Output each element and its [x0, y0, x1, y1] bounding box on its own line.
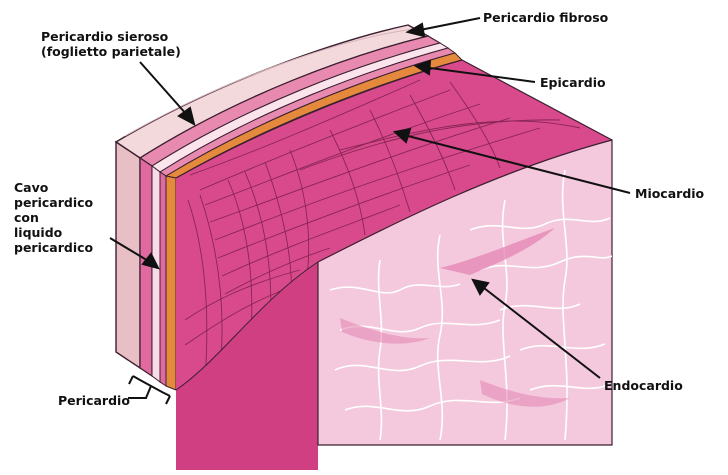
pointer-pericardio-fibroso [420, 18, 480, 30]
label-pericardio-sieroso: Pericardio sieroso (foglietto parietale) [41, 29, 181, 59]
label-pericardio-fibroso: Pericardio fibroso [483, 10, 608, 25]
label-cavo-pericardico: Cavo pericardico con liquido pericardico [14, 180, 93, 255]
bracket-end-right [166, 396, 170, 404]
pointer-pericardio-sieroso [140, 62, 187, 115]
label-miocardio: Miocardio [635, 186, 704, 201]
label-pericardio: Pericardio [58, 393, 130, 408]
bracket-leader [128, 386, 151, 398]
bracket-end-left [129, 376, 133, 384]
label-epicardio: Epicardio [540, 75, 606, 90]
label-endocardio: Endocardio [604, 378, 683, 393]
